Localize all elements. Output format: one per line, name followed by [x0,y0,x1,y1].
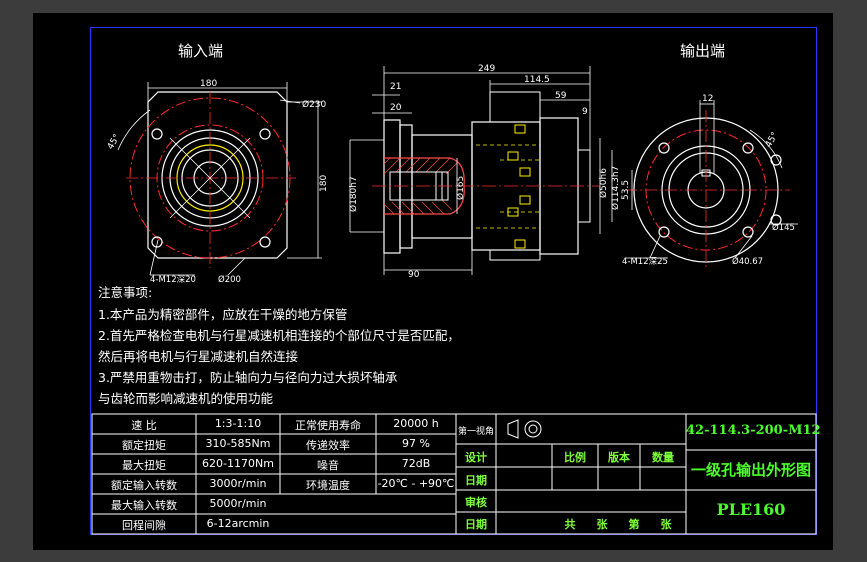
drawing-model: PLE160 [716,500,786,519]
spec-cell-v1: 3000r/min [209,477,267,490]
spec-cell-k1: 速 比 [131,419,157,432]
output-view-label: 输出端 [680,42,726,60]
dim-text-out-53: 53.5 [621,180,631,200]
notes-title: 注意事项: [98,285,153,300]
spec-cell-k1: 回程间隙 [122,519,166,532]
projection-label: 第一视角 [457,427,494,437]
spec-cell-k2: 噪音 [317,459,339,472]
dim-text-20: 20 [390,103,402,113]
dim-text-50: Ø50h6 [598,168,609,198]
note-line-5: 与齿轮而影响减速机的使用功能 [98,391,274,406]
note-line-3: 然后再将电机与行星减速机自然连接 [98,349,299,364]
spec-cell-v1: 6-12arcmin [206,517,270,530]
table-grid [91,413,817,535]
spec-cell-v1: 5000r/min [209,497,267,510]
dim-text-114dia: Ø114.3h7 [610,166,621,210]
dim-text-165: Ø165 [455,176,466,200]
sheets-label-a: 共 [564,518,576,531]
dim-text-in-dia2: Ø200 [218,274,241,285]
scale-label: 比例 [564,451,586,464]
dim-text-out-145: Ø145 [772,222,795,233]
input-flange-outline [147,91,288,259]
drawing-name: 一级孔输出外形图 [690,461,811,479]
sheets-label-d: 张 [660,518,672,531]
version-label: 版本 [608,451,630,464]
note-line-4: 3.严禁用重物击打，防止轴向力与径向力过大损坏轴承 [98,370,398,385]
dim-text-180h7: Ø180h7 [348,176,359,212]
dim-text-9: 9 [582,107,588,117]
date-label-2: 日期 [465,518,487,531]
dim-text-in-angle: 45° [106,133,123,152]
spec-cell-k2: 正常使用寿命 [295,419,361,432]
spec-cell-v2: -20℃ - +90℃ [377,477,455,490]
spec-cell-v2: 20000 h [393,417,439,430]
output-end-view: 12 53.5 45° Ø145 4-M12深25 Ø40.67 [621,94,798,270]
projection-symbol-icon [507,419,542,439]
spec-cell-k1: 最大扭矩 [122,459,166,472]
spec-cell-k1: 额定输入转数 [111,479,177,492]
note-line-2: 2.首先严格检查电机与行星减速机相连接的个部位尺寸是否匹配， [98,328,460,343]
spec-cell-k1: 额定扭矩 [122,439,166,452]
sheets-label-c: 第 [628,518,640,531]
dim-text-in-height: 180 [319,175,329,192]
sheets-label-b: 张 [596,518,608,531]
design-label: 设计 [465,451,487,464]
spec-cell-v1: 310-585Nm [205,437,271,450]
dim-arc-45 [117,109,151,151]
dim-text-59: 59 [555,91,567,101]
spec-cell-v2: 97 % [402,437,430,450]
spec-cell-k2: 环境温度 [306,479,350,492]
side-section-view: 249 114.5 59 21 20 9 90 Ø180h7 Ø165 Ø50h… [348,64,621,280]
quantity-label: 数量 [652,451,674,464]
dim-text-in-holes: 4-M12深20 [150,275,196,285]
note-line-1: 1.本产品为精密部件，应放在干燥的地方保管 [98,307,348,322]
review-label: 审核 [465,496,487,509]
spec-cell-v1: 1:3-1:10 [214,417,262,430]
dim-text-114: 114.5 [524,75,550,85]
dim-text-total: 249 [478,64,495,74]
spec-cell-v2: 72dB [401,457,431,470]
dim-text-out-holes: 4-M12深25 [622,257,668,267]
dim-text-out-12: 12 [702,94,713,104]
spec-cell-v1: 620-1170Nm [202,457,274,470]
dim-text-in-dia1: Ø230 [302,99,327,110]
date-label-1: 日期 [465,474,487,487]
dim-text-90: 90 [408,270,420,280]
dim-text-in-width: 180 [200,79,217,89]
drawing-code: 42-114.3-200-M12 [686,423,821,438]
input-view-label: 输入端 [178,42,224,60]
dim-text-out-40: Ø40.67 [732,256,763,267]
spec-cell-k1: 最大输入转数 [111,499,177,512]
dim-text-out-angle: 45° [764,131,781,150]
input-end-view: 180 Ø230 45° 180 4-M12深20 Ø200 [106,79,329,285]
spec-cell-k2: 传递效率 [306,439,350,452]
dim-text-21: 21 [390,82,401,92]
